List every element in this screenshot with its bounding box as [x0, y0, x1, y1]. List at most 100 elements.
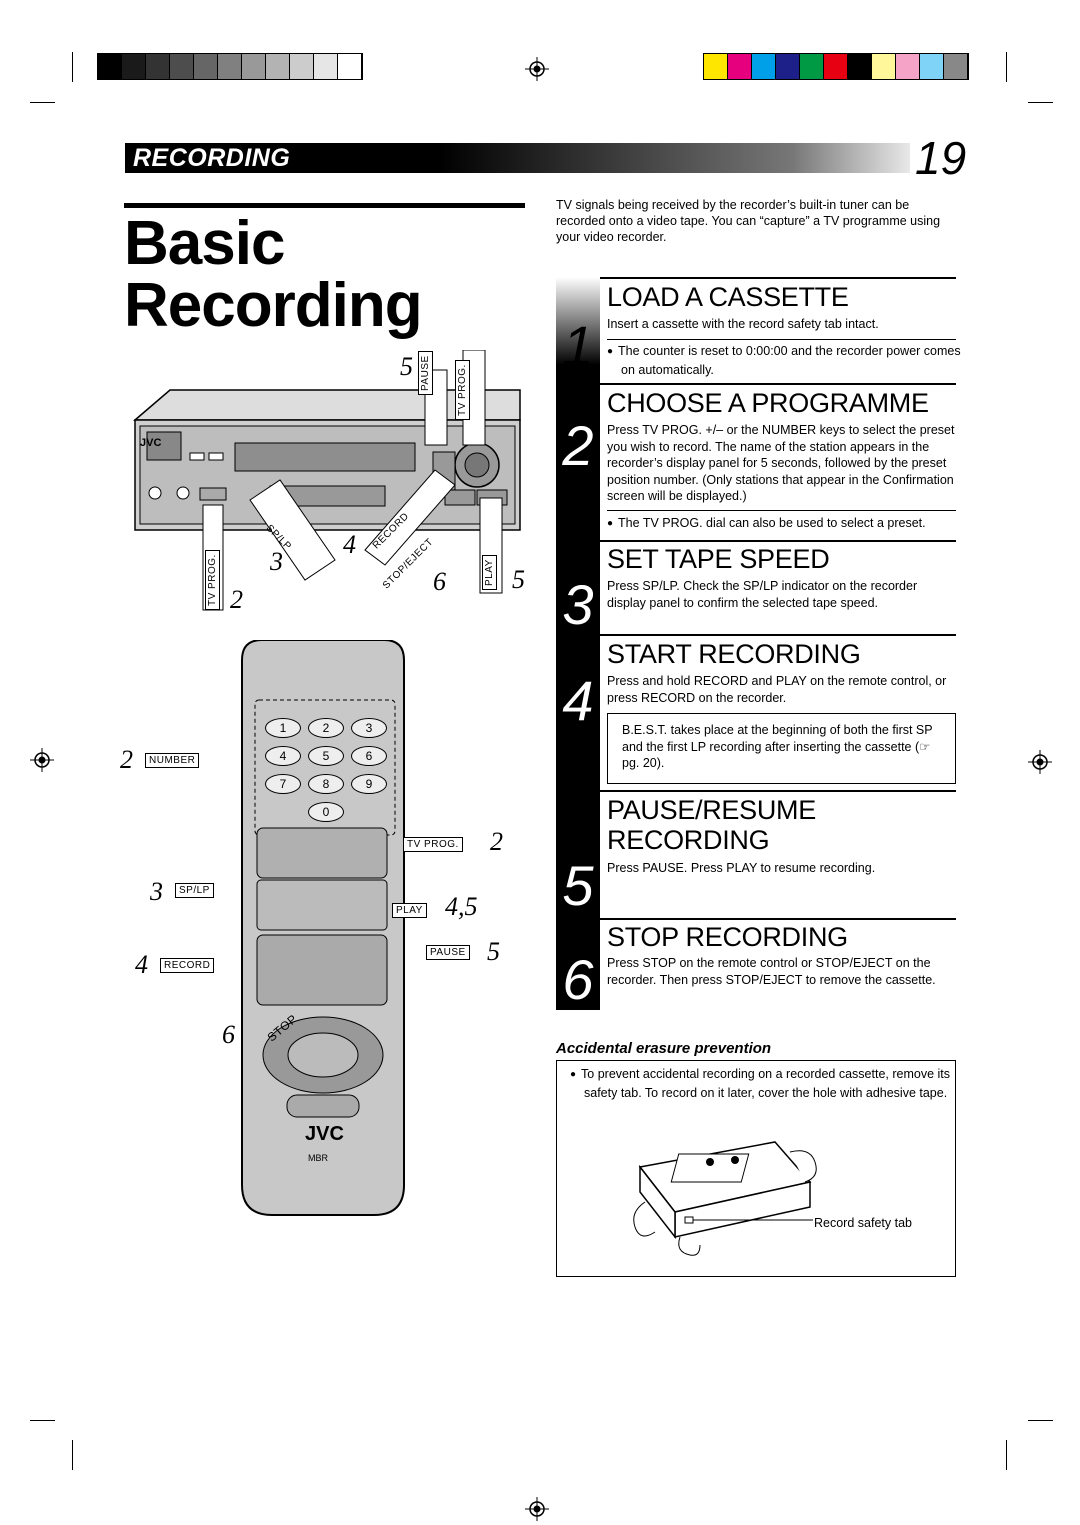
grey-swatch	[146, 54, 170, 79]
color-calibration-bar	[703, 53, 969, 80]
step-number: 5	[562, 854, 594, 917]
remote-model-mark: MBR	[308, 1153, 328, 1163]
step-text: Press and hold RECORD and PLAY on the re…	[607, 674, 947, 705]
page-title-line: Recording	[124, 271, 423, 340]
remote-number-key: 5	[308, 746, 344, 766]
registration-mark-icon	[525, 1497, 549, 1521]
erasure-bullet: To prevent accidental recording on a rec…	[570, 1066, 959, 1101]
grey-swatch	[122, 54, 146, 79]
page-title-line: Basic	[124, 209, 285, 278]
erasure-box	[556, 1060, 956, 1277]
step-text: Insert a cassette with the record safety…	[607, 317, 879, 331]
remote-callout-sp-lp: 3	[150, 877, 163, 906]
step-title: SET TAPE SPEED	[607, 544, 830, 574]
step-subrule	[607, 510, 956, 511]
remote-number-key: 8	[308, 774, 344, 794]
crop-mark	[30, 102, 55, 103]
step-rule	[600, 540, 956, 542]
step-title: PAUSE/RESUME RECORDING	[607, 795, 816, 855]
remote-label-play: PLAY	[392, 903, 427, 918]
vcr-callout-record: 4	[343, 530, 356, 559]
vcr-callout-play: 5	[512, 565, 525, 594]
erasure-title: Accidental erasure prevention	[556, 1040, 772, 1057]
color-swatch	[920, 54, 944, 79]
remote-label-record: RECORD	[160, 958, 215, 973]
step-bullet: The counter is reset to 0:00:00 and the …	[607, 343, 971, 378]
vcr-illustration	[132, 350, 521, 611]
remote-label-pause: PAUSE	[426, 945, 470, 960]
remote-number-key: 4	[265, 746, 301, 766]
cassette-illustration	[633, 1141, 817, 1256]
step-text: Press SP/LP. Check the SP/LP indicator o…	[607, 579, 918, 610]
vcr-callout-tv-prog: 2	[230, 585, 243, 614]
step-note-box	[607, 713, 956, 784]
vcr-label-pause: PAUSE	[418, 351, 433, 395]
grey-swatch	[170, 54, 194, 79]
crop-mark	[1006, 52, 1007, 82]
color-swatch	[704, 54, 728, 79]
remote-callout-stop: 6	[222, 1020, 235, 1049]
grey-swatch	[218, 54, 242, 79]
section-label: RECORDING	[133, 144, 291, 172]
grey-calibration-bar	[97, 53, 363, 80]
crop-mark	[72, 1440, 73, 1470]
remote-callout-play: 4,5	[445, 892, 478, 921]
remote-label-tv-prog: TV PROG.	[403, 837, 463, 852]
step-bullet: The TV PROG. dial can also be used to se…	[607, 515, 971, 534]
color-swatch	[776, 54, 800, 79]
remote-number-key: 6	[351, 746, 387, 766]
remote-label-sp-lp: SP/LP	[175, 883, 214, 898]
vcr-brand: JVC	[140, 437, 162, 449]
page-number: 19	[915, 132, 967, 184]
step-rule	[600, 918, 956, 920]
remote-callout-pause: 5	[487, 937, 500, 966]
crop-mark	[72, 52, 73, 82]
vcr-callout-pause: 5	[400, 352, 413, 381]
step-rule	[600, 634, 956, 636]
remote-number-key: 2	[308, 718, 344, 738]
color-swatch	[944, 54, 968, 79]
remote-number-key: 3	[351, 718, 387, 738]
color-swatch	[752, 54, 776, 79]
grey-swatch	[194, 54, 218, 79]
step-rule	[600, 790, 956, 792]
remote-label-number: NUMBER	[145, 753, 200, 768]
remote-number-key: 0	[308, 802, 344, 822]
step-title-line: RECORDING	[607, 825, 770, 855]
step-column-bg	[556, 277, 600, 1010]
color-swatch	[872, 54, 896, 79]
section-header-band	[125, 143, 910, 173]
remote-callout-record: 4	[135, 950, 148, 979]
step-text: Press PAUSE. Press PLAY to resume record…	[607, 861, 876, 875]
remote-callout-number: 2	[120, 745, 133, 774]
remote-number-key: 7	[265, 774, 301, 794]
crop-mark	[1028, 1420, 1053, 1421]
color-swatch	[728, 54, 752, 79]
step-number: 3	[562, 573, 594, 636]
page-title: Basic Recording	[124, 209, 423, 340]
vcr-label-tv-prog: TV PROG.	[455, 360, 470, 420]
step-note: B.E.S.T. takes place at the beginning of…	[622, 723, 933, 770]
vcr-callout-stop-eject: 6	[433, 567, 446, 596]
grey-swatch	[290, 54, 314, 79]
step-title: CHOOSE A PROGRAMME	[607, 388, 929, 418]
step-number: 2	[562, 414, 594, 477]
remote-callout-tv-prog: 2	[490, 827, 503, 856]
vcr-label-play: PLAY	[482, 555, 497, 590]
color-swatch	[800, 54, 824, 79]
step-number: 6	[562, 948, 594, 1011]
crop-mark	[30, 1420, 55, 1421]
step-title: START RECORDING	[607, 639, 861, 669]
color-swatch	[824, 54, 848, 79]
grey-swatch	[266, 54, 290, 79]
crop-mark	[1006, 1440, 1007, 1470]
title-rule	[124, 203, 525, 208]
step-title-line: PAUSE/RESUME	[607, 795, 816, 825]
step-rule	[600, 277, 956, 279]
step-text: Press STOP on the remote control or STOP…	[607, 956, 936, 987]
grey-swatch	[242, 54, 266, 79]
registration-mark-icon	[525, 57, 549, 81]
step-subrule	[607, 339, 956, 340]
grey-swatch	[314, 54, 338, 79]
